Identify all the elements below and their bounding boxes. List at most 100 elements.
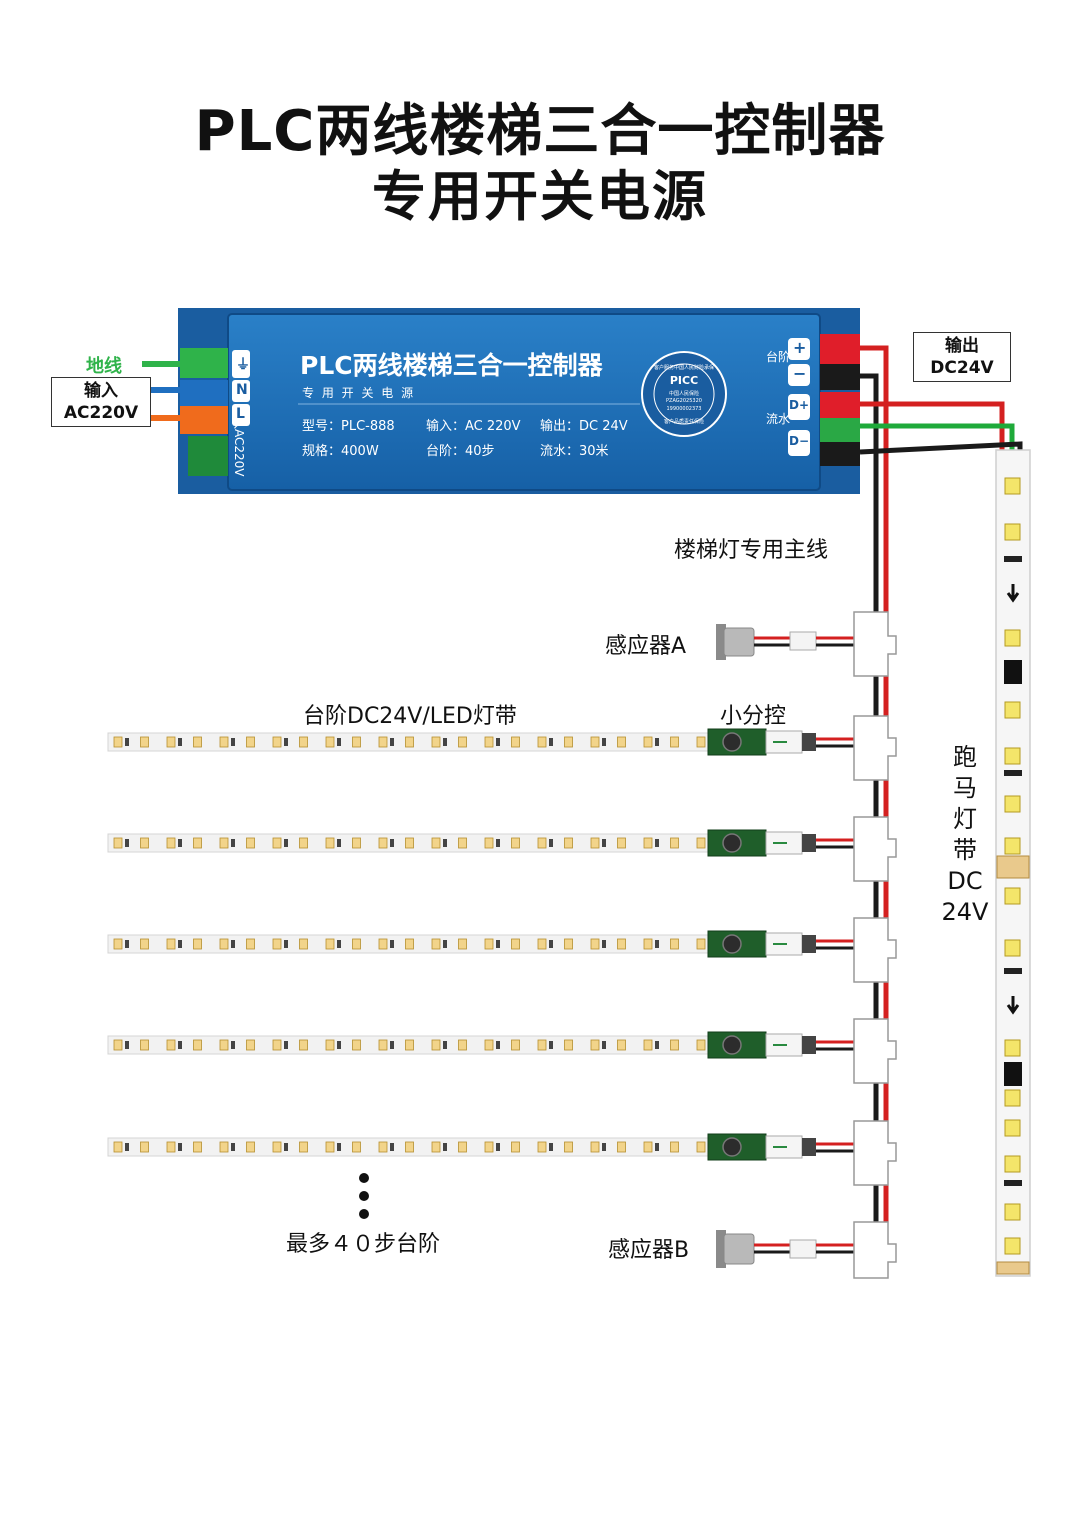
led-chip	[564, 938, 573, 950]
max-steps-label: 最多４０步台阶	[286, 1232, 441, 1257]
led-chip	[511, 1141, 520, 1153]
step-led-strip	[107, 1018, 897, 1084]
neutral-terminal	[180, 380, 228, 406]
led-chip	[696, 938, 706, 950]
led-chip	[643, 1141, 653, 1153]
marquee-led-chip	[1004, 939, 1021, 957]
led-chip	[193, 1039, 202, 1051]
led-chip	[166, 837, 176, 849]
led-chip	[219, 837, 229, 849]
arrow-down-icon	[1006, 996, 1020, 1015]
marquee-label-char: 马	[953, 774, 977, 802]
ellipsis-dot	[359, 1209, 369, 1219]
led-chip	[299, 736, 308, 748]
sub-controller-module	[707, 1133, 856, 1161]
led-chip	[325, 938, 335, 950]
led-chip	[696, 1039, 706, 1051]
sensor-a-label: 感应器A	[605, 634, 687, 659]
controller-output: 输出：DC 24V	[540, 419, 628, 434]
led-chip	[511, 837, 520, 849]
led-chip	[405, 1039, 414, 1051]
marquee-led-chip	[1004, 887, 1021, 905]
sub-controller-module	[707, 1031, 856, 1059]
flow-dminus-terminal	[820, 418, 860, 442]
badge-top-text: 客户服务中国人民财险承保	[653, 365, 714, 371]
led-chip	[352, 1141, 361, 1153]
led-chip	[670, 837, 679, 849]
led-chip	[431, 1141, 441, 1153]
marquee-label-char: 带	[953, 836, 977, 864]
led-chip	[696, 1141, 706, 1153]
led-chip	[272, 1141, 282, 1153]
led-chip	[272, 736, 282, 748]
marquee-resistor	[1004, 770, 1022, 776]
led-chip	[431, 938, 441, 950]
main-title-line-2: 专用开关电源	[372, 165, 708, 228]
led-chip	[564, 1039, 573, 1051]
marquee-led-chip	[1004, 523, 1021, 541]
controller-name: PLC两线楼梯三合一控制器	[300, 351, 603, 380]
led-chip	[564, 736, 573, 748]
led-chip	[405, 837, 414, 849]
live-terminal	[180, 406, 228, 434]
marquee-led-chip	[1004, 1119, 1021, 1137]
marquee-led-chip	[1004, 1237, 1021, 1255]
led-chip	[484, 1039, 494, 1051]
led-chip	[378, 837, 388, 849]
main-title-line-1: PLC两线楼梯三合一控制器	[194, 99, 886, 164]
led-chip	[193, 736, 202, 748]
led-chip	[511, 736, 520, 748]
led-chip	[643, 736, 653, 748]
picc-logo: PICC	[669, 374, 699, 387]
led-chip	[166, 736, 176, 748]
led-chip	[246, 1039, 255, 1051]
ground-symbol-icon: ⏚	[236, 357, 250, 373]
led-chip	[617, 1039, 626, 1051]
marquee-resistor	[1004, 968, 1022, 974]
t-connector	[853, 917, 897, 983]
marquee-label-char: 24V	[941, 898, 989, 926]
sensor-b	[716, 1221, 897, 1279]
led-chip	[219, 1141, 229, 1153]
led-chip	[670, 938, 679, 950]
led-chip	[537, 1039, 547, 1051]
step-led-strip	[107, 917, 897, 983]
input-box-line-1: 输入	[84, 381, 118, 401]
badge-line-2: PZAG2025320	[666, 398, 702, 404]
led-chip	[590, 1039, 600, 1051]
marquee-led-chip	[1004, 477, 1021, 495]
marquee-end-pads	[996, 1261, 1030, 1275]
led-chip	[643, 1039, 653, 1051]
marquee-strip-label: 跑 马 灯 带 DC 24V	[935, 742, 995, 928]
led-chip	[352, 736, 361, 748]
led-chip	[246, 938, 255, 950]
marquee-led-chip	[1004, 1039, 1021, 1057]
marquee-led-chip	[1004, 747, 1021, 765]
sub-controller-module	[707, 930, 856, 958]
marquee-led-chip	[1004, 795, 1021, 813]
controller-steps: 台阶：40步	[426, 444, 495, 459]
sub-controller-module	[707, 829, 856, 857]
ground-terminal	[180, 348, 228, 378]
led-chip	[590, 736, 600, 748]
led-chip	[299, 837, 308, 849]
led-chip	[352, 837, 361, 849]
led-chip	[405, 938, 414, 950]
step-strip-label: 台阶DC24V/LED灯带	[303, 704, 517, 729]
led-chip	[140, 1141, 149, 1153]
led-chip	[458, 837, 467, 849]
output-box-line-2: DC24V	[930, 358, 994, 378]
flow-terminal-label: 流水	[766, 412, 791, 426]
led-chip	[325, 1141, 335, 1153]
led-chip	[378, 938, 388, 950]
led-chip	[643, 938, 653, 950]
led-chip	[246, 1141, 255, 1153]
led-chip	[590, 837, 600, 849]
marquee-wires	[859, 401, 1023, 455]
marquee-label-char: 灯	[953, 805, 977, 833]
led-chip	[537, 837, 547, 849]
sub-controller-label: 小分控	[720, 704, 787, 729]
controller-spec: 规格：400W	[302, 444, 379, 459]
led-chip	[325, 1039, 335, 1051]
